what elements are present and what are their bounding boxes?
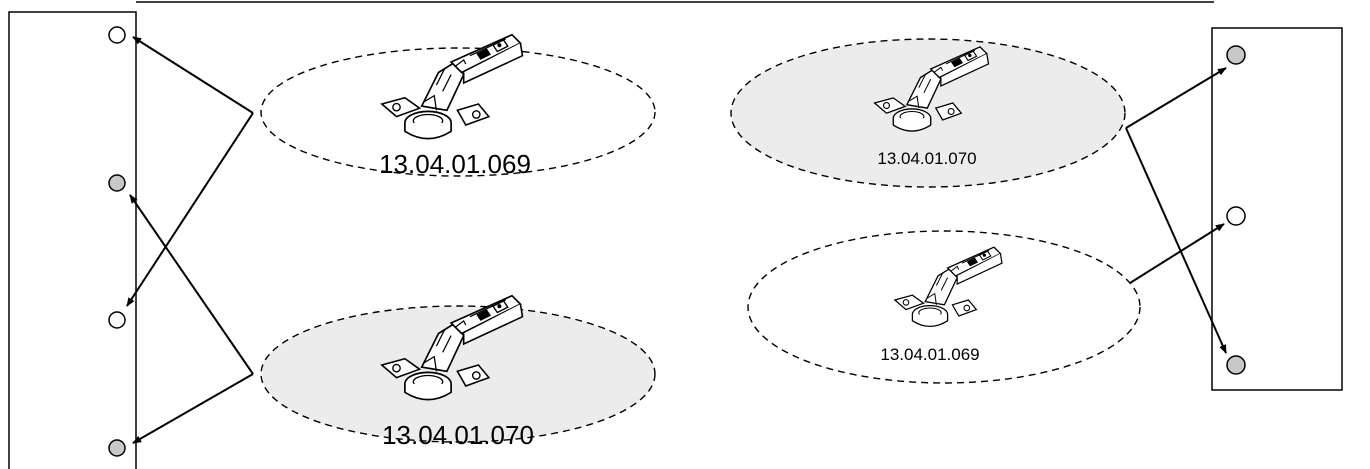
left-hinge-070-outline <box>260 305 656 443</box>
arrow-069-to-right-hole-2 <box>1129 223 1225 284</box>
left-hole-3 <box>108 311 126 329</box>
left-hinge-070: 13.04.01.070 <box>260 294 656 450</box>
left-hole-2 <box>108 174 126 192</box>
left-group: 13.04.01.069 13.04.01.070 <box>8 11 656 469</box>
arrow-069-to-hole-3 <box>126 112 254 307</box>
left-hinge-069-label: 13.04.01.069 <box>379 149 531 179</box>
arrow-070-to-hole-4 <box>132 373 254 444</box>
right-hole-3 <box>1226 355 1246 375</box>
right-hole-2 <box>1226 206 1246 226</box>
arrow-070-to-right-hole-1 <box>1125 67 1227 129</box>
arrow-070-to-right-hole-3 <box>1125 127 1227 354</box>
left-hinge-069: 13.04.01.069 <box>260 33 656 179</box>
right-hinge-070-label: 13.04.01.070 <box>877 149 976 168</box>
right-hole-1 <box>1226 45 1246 65</box>
left-hinge-070-label: 13.04.01.070 <box>382 420 534 450</box>
right-hinge-069: 13.04.01.069 <box>747 230 1141 384</box>
arrow-070-to-hole-2 <box>129 194 254 375</box>
right-hinge-069-label: 13.04.01.069 <box>880 345 979 364</box>
left-hole-1 <box>108 26 126 44</box>
left-hole-4 <box>108 439 126 457</box>
arrow-069-to-hole-1 <box>132 36 254 114</box>
left-cabinet-panel <box>8 11 137 469</box>
right-hinge-070: 13.04.01.070 <box>730 38 1126 188</box>
right-group: 13.04.01.070 13.04.01.069 <box>730 27 1343 391</box>
right-hinge-069-outline <box>747 230 1141 384</box>
